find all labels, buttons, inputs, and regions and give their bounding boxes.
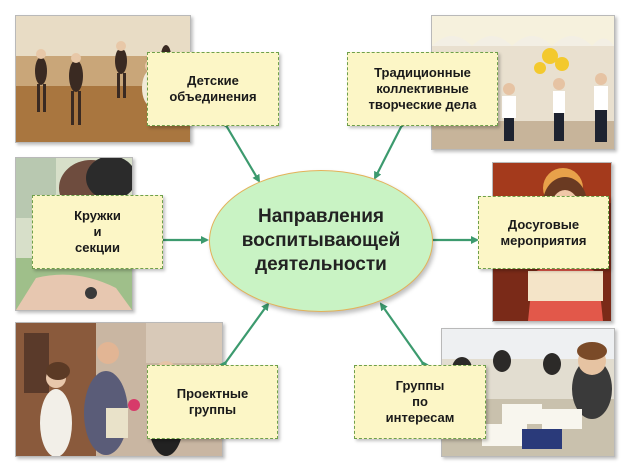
- arrow-top-right: [374, 119, 408, 180]
- node-interest-groups: Группы по интересам: [354, 365, 486, 439]
- node-children-associations: Детские объединения: [147, 52, 279, 126]
- node-traditional-creative-affairs: Традиционные коллективные творческие дел…: [347, 52, 498, 126]
- arrow-bottom-right: [379, 302, 429, 370]
- center-topic: Направления воспитывающей деятельности: [209, 170, 433, 312]
- node-leisure-events: Досуговые мероприятия: [478, 196, 609, 269]
- arrow-bottom-left: [219, 302, 270, 370]
- node-project-groups: Проектные группы: [147, 365, 278, 439]
- node-clubs-sections: Кружки и секции: [32, 195, 163, 269]
- arrow-top-left: [220, 119, 261, 183]
- photo-stage-performance: [431, 15, 615, 150]
